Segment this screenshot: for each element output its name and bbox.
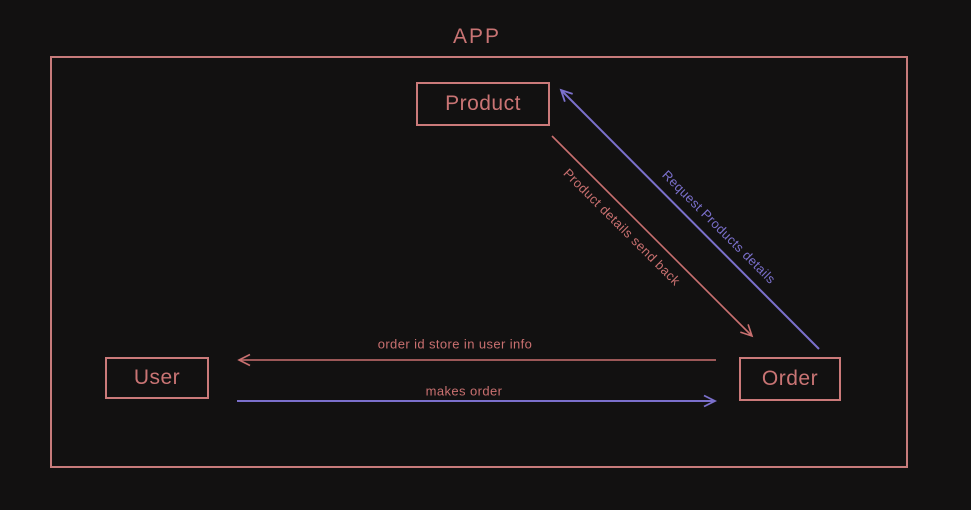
- node-user-label: User: [133, 366, 181, 389]
- node-order: Order: [739, 357, 841, 401]
- edge-label-makes-order: makes order: [425, 383, 503, 399]
- node-product-label: Product: [445, 92, 521, 115]
- node-order-label: Order: [761, 367, 819, 390]
- node-user: User: [105, 357, 209, 399]
- app-frame: [50, 56, 908, 468]
- node-product: Product: [416, 82, 550, 126]
- diagram-title: APP: [452, 25, 502, 48]
- edge-label-order-id-store-in-user-info: order id store in user info: [377, 336, 533, 352]
